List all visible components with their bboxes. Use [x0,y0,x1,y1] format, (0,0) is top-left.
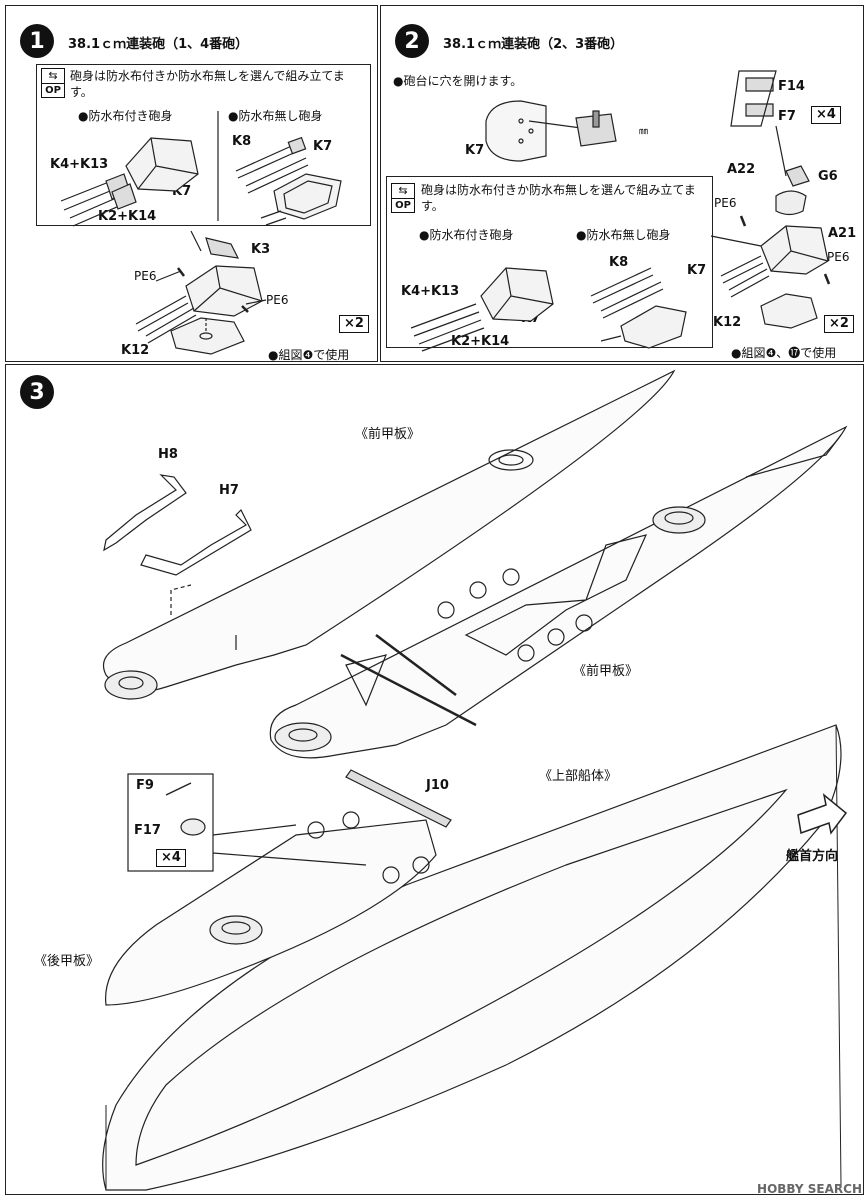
without-cover-heading: ●防水布無し砲身 [576,228,671,242]
part-label-a21: A21 [828,226,857,241]
part-label-k7: K7 [465,143,485,158]
step-number: 1 [20,24,54,58]
step-number: 2 [395,24,429,58]
step-1-panel: 1 38.1ｃｍ連装砲（1、4番砲） ⇆ OP 砲身は防水布付きか防水布無しを選… [5,5,378,362]
watermark-logo: HOBBY SEARCH [757,1182,862,1196]
with-cover-heading: ●防水布付き砲身 [419,228,514,242]
usage-note: ●組図❹で使用 [268,348,350,362]
part-label-k2-k14: K2+K14 [451,334,510,349]
swap-arrow-icon: ⇆ [42,69,64,84]
part-label-pe6: PE6 [827,250,850,264]
fore-deck-label: 《前甲板》 [355,427,421,442]
part-label-k12: K12 [121,343,150,358]
part-label-k7: K7 [687,263,707,278]
step-3-drawing [102,369,848,1191]
drill-note: ●砲台に穴を開けます。 [393,74,523,88]
part-label-f7: F7 [778,109,796,124]
part-label-k4-k13: K4+K13 [50,157,109,172]
drill-size-unit: ㎜ [639,127,649,137]
step-3-panel: 3 [5,364,864,1195]
option-note: 砲身は防水布付きか防水布無しを選んで組み立てます。 [70,69,345,99]
step-number: 3 [20,375,54,409]
option-icon: ⇆ OP [391,183,415,213]
quantity-badge: ×2 [339,315,369,333]
part-label-g6: G6 [818,169,838,184]
bow-direction-label: 艦首方向 [786,849,839,864]
part-label-j10: J10 [426,778,449,793]
without-cover-heading: ●防水布無し砲身 [228,109,323,123]
swap-arrow-icon: ⇆ [392,184,414,199]
part-label-f14: F14 [778,79,805,94]
part-label-pe6: PE6 [266,293,289,307]
part-label-a22: A22 [727,162,756,177]
part-label-k3: K3 [251,242,271,257]
option-box [36,64,371,226]
part-label-k8: K8 [609,255,629,270]
step-2-panel: 2 38.1ｃｍ連装砲（2、3番砲） ●砲台に穴を開けます。 K7 ㎜ ⇆ OP… [380,5,864,362]
quantity-badge: ×4 [156,849,186,867]
option-icon: ⇆ OP [41,68,65,98]
option-box [386,176,713,348]
part-label-pe6: PE6 [714,196,737,210]
quantity-badge: ×4 [811,106,841,124]
part-label-k2-k14: K2+K14 [98,209,157,224]
step-2-drawing [410,70,831,352]
step-title: 38.1ｃｍ連装砲（2、3番砲） [443,37,624,52]
quantity-badge: ×2 [824,315,854,333]
step-1-drawing [60,111,342,355]
part-label-k8: K8 [232,134,252,149]
aft-deck-label: 《後甲板》 [34,954,100,969]
part-label-k12: K12 [713,315,742,330]
usage-note: ●組図❹、⓱で使用 [731,346,837,360]
with-cover-heading: ●防水布付き砲身 [78,109,173,123]
part-label-f9: F9 [136,778,154,793]
part-label-h8: H8 [158,447,178,462]
part-label-pe6: PE6 [134,269,157,283]
part-label-k4-k13: K4+K13 [401,284,460,299]
part-label-k7: K7 [313,139,333,154]
upper-hull-label: 《上部船体》 [539,769,618,784]
part-label-h7: H7 [219,483,239,498]
step-title: 38.1ｃｍ連装砲（1、4番砲） [68,37,249,52]
part-label-f17: F17 [134,823,161,838]
fore-deck-label: 《前甲板》 [573,664,639,679]
option-note: 砲身は防水布付きか防水布無しを選んで組み立てます。 [421,183,696,213]
